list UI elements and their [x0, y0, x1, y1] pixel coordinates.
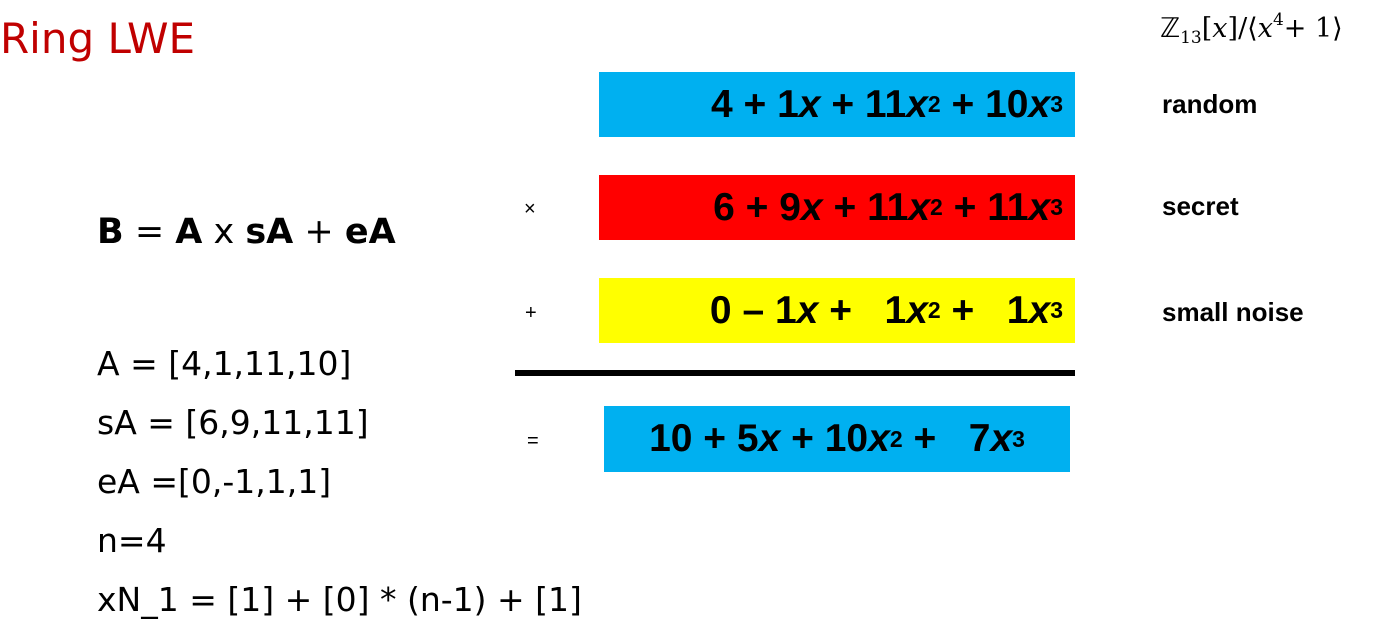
- poly-term: + 11: [822, 185, 909, 229]
- plus-operator: +: [525, 302, 537, 324]
- ring-variable-2: x: [1257, 13, 1273, 44]
- poly-term: + 10: [780, 417, 869, 460]
- poly-term: 0 – 1: [709, 288, 797, 332]
- vector-xn1: xN_1 = [1] + [0] * (n-1) + [1]: [97, 580, 582, 619]
- poly-term: 6 + 9: [713, 185, 801, 229]
- poly-term: + 11: [820, 82, 907, 126]
- slide-title: Ring LWE: [0, 14, 196, 63]
- equation-ea: eA: [344, 212, 396, 252]
- equation-sa: sA: [245, 212, 294, 252]
- poly-var: x: [906, 288, 928, 332]
- poly-exponent: 2: [927, 91, 941, 117]
- equation-equals: =: [123, 212, 176, 252]
- poly-var: x: [1028, 288, 1051, 332]
- equation-times: x: [202, 212, 246, 252]
- poly-exponent: 2: [930, 194, 943, 220]
- vector-n: n=4: [97, 521, 167, 560]
- poly-var: x: [868, 417, 890, 460]
- poly-term: + 1: [940, 288, 1029, 332]
- ring-modulus: 13: [1180, 28, 1202, 48]
- ring-notation: ℤ13[x]/⟨x4+ 1⟩: [1160, 10, 1343, 48]
- equation-plus: +: [293, 212, 345, 252]
- poly-term: + 11: [942, 185, 1029, 229]
- poly-term: + 1: [818, 288, 907, 332]
- poly-exponent: 2: [889, 425, 903, 452]
- ring-set-symbol: ℤ: [1160, 13, 1181, 44]
- poly-term: 4 + 1: [710, 82, 799, 126]
- poly-exponent: 2: [927, 297, 941, 323]
- equals-operator: =: [527, 430, 539, 452]
- equation-a: A: [175, 212, 203, 252]
- poly-exponent: 3: [1050, 297, 1063, 323]
- sum-divider-line: [515, 370, 1075, 376]
- secret-label: secret: [1162, 191, 1239, 221]
- poly-var: x: [800, 185, 823, 229]
- vector-list: A = [4,1,11,10] sA = [6,9,11,11] eA =[0,…: [97, 334, 582, 629]
- equation-b: B: [97, 212, 124, 252]
- vector-a: A = [4,1,11,10]: [97, 344, 352, 383]
- ring-quotient: ]/⟨: [1227, 13, 1258, 44]
- poly-exponent: 3: [1050, 194, 1063, 220]
- noise-label: small noise: [1162, 297, 1304, 327]
- main-equation: B = A x sA + eA: [97, 212, 396, 252]
- poly-exponent: 3: [1012, 425, 1025, 452]
- vector-ea: eA =[0,-1,1,1]: [97, 462, 332, 501]
- ring-tail: + 1⟩: [1283, 13, 1343, 44]
- poly-var: x: [990, 417, 1013, 460]
- poly-term: 10 + 5: [649, 417, 759, 460]
- poly-var: x: [908, 185, 931, 229]
- poly-exponent: 3: [1050, 91, 1063, 117]
- poly-var: x: [796, 288, 819, 332]
- ring-variable: x: [1212, 13, 1228, 44]
- vector-sa: sA = [6,9,11,11]: [97, 403, 369, 442]
- poly-term: + 7: [902, 417, 991, 460]
- poly-term: + 10: [940, 82, 1029, 126]
- poly-var: x: [906, 82, 928, 126]
- ring-power: 4: [1272, 10, 1284, 30]
- poly-var: x: [1028, 185, 1051, 229]
- random-label: random: [1162, 89, 1258, 119]
- poly-var: x: [798, 82, 821, 126]
- poly-var: x: [1028, 82, 1051, 126]
- ring-bracket-open: [: [1201, 13, 1213, 44]
- poly-var: x: [758, 417, 781, 460]
- times-operator: ×: [524, 198, 536, 220]
